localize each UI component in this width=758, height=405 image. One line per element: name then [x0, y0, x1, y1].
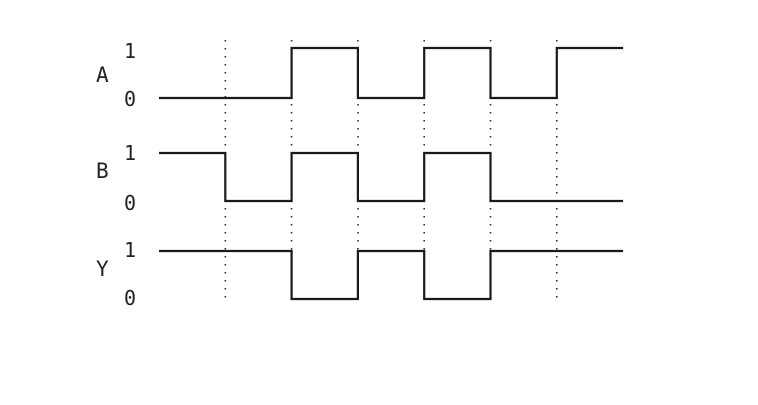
signal-b: B 1 0: [96, 141, 624, 215]
signal-b-name: B: [96, 159, 109, 183]
signal-y: Y 1 0: [96, 238, 624, 310]
signal-b-high-label: 1: [124, 141, 136, 165]
signal-y-high-label: 1: [124, 238, 136, 262]
signal-y-waveform: [159, 249, 624, 301]
signal-y-name: Y: [96, 257, 109, 281]
signal-a-waveform: [159, 46, 624, 100]
signal-a-low-label: 0: [124, 87, 136, 111]
signal-y-low-label: 0: [124, 286, 136, 310]
signal-a-high-label: 1: [124, 39, 136, 63]
guide-lines: [224, 40, 558, 302]
signal-b-low-label: 0: [124, 191, 136, 215]
signal-a-name: A: [96, 63, 109, 87]
signal-b-waveform: [159, 151, 624, 203]
signal-a: A 1 0: [96, 39, 624, 111]
